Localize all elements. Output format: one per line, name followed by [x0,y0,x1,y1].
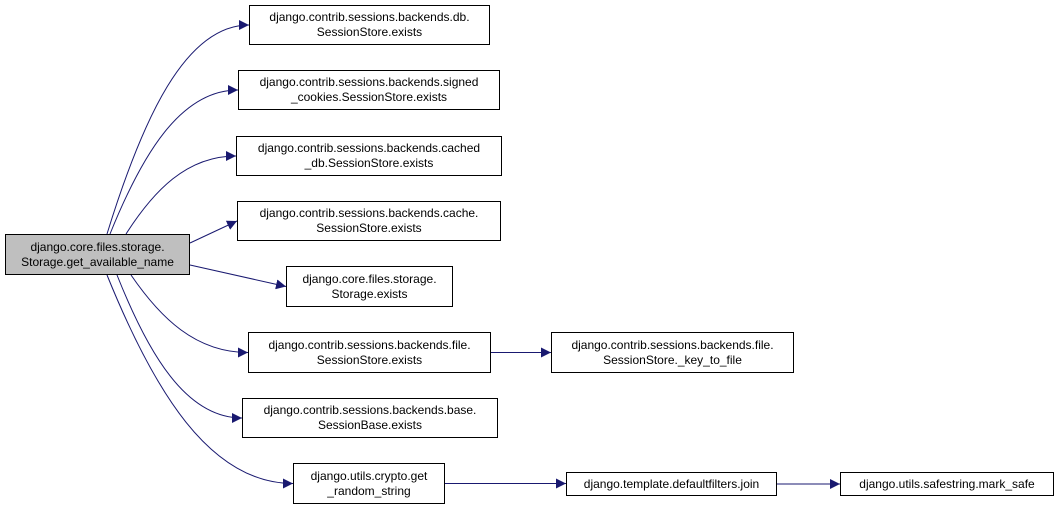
node-label-line: django.contrib.sessions.backends.base. [263,403,477,417]
node-label-line: Storage.get_available_name [21,254,174,269]
node-label-line: django.utils.safestring.mark_safe [859,476,1035,491]
node-label-line: django.core.files.storage. [30,239,165,254]
node-signed-cookies-session-store-exists[interactable]: django.contrib.sessions.backends.signed … [238,70,500,110]
node-storage-get-available-name[interactable]: django.core.files.storage. Storage.get_a… [5,234,190,275]
node-crypto-get-random-string[interactable]: django.utils.crypto.get _random_string [293,463,445,504]
node-file-session-store-key-to-file[interactable]: django.contrib.sessions.backends.file. S… [551,332,794,373]
edge-root-to-base_exists [116,274,243,423]
node-label-line: django.utils.crypto.get [310,468,428,483]
edge-root-to-file_exists [130,274,249,358]
node-file-session-store-exists[interactable]: django.contrib.sessions.backends.file. S… [248,332,491,373]
node-storage-exists[interactable]: django.core.files.storage. Storage.exist… [286,266,453,307]
edge-root-to-cached_db_exists [125,151,237,235]
node-label-line: SessionStore.exists [316,352,423,367]
node-defaultfilters-join[interactable]: django.template.defaultfilters.join [566,472,777,496]
node-safestring-mark-safe[interactable]: django.utils.safestring.mark_safe [840,472,1054,496]
edge-root-to-storage_exists [189,264,287,290]
node-label-line: SessionStore._key_to_file [603,352,742,367]
node-label-line: django.contrib.sessions.backends.cached [257,141,481,155]
node-label-line: _db.SessionStore.exists [304,156,434,170]
edge-root-to-db_exists [106,20,250,235]
node-label-line: django.template.defaultfilters.join [583,476,760,491]
node-label-line: _random_string [327,483,411,498]
node-label-line: django.contrib.sessions.backends.signed [259,75,479,89]
node-label-line: django.contrib.sessions.backends.cache. [259,206,479,220]
node-cached-db-session-store-exists[interactable]: django.contrib.sessions.backends.cached … [236,136,502,176]
edge-root-to-cache_exists [189,220,238,244]
node-db-session-store-exists[interactable]: django.contrib.sessions.backends.db. Ses… [249,5,490,45]
node-label-line: SessionBase.exists [317,418,423,432]
node-label-line: django.contrib.sessions.backends.file. [268,337,471,352]
node-label-line: SessionStore.exists [316,25,423,39]
node-label-line: django.core.files.storage. [302,271,437,286]
node-session-base-exists[interactable]: django.contrib.sessions.backends.base. S… [242,398,498,438]
node-cache-session-store-exists[interactable]: django.contrib.sessions.backends.cache. … [237,201,501,241]
node-label-line: SessionStore.exists [316,221,422,235]
edge-root-to-get_random_string [106,274,294,489]
node-label-line: django.contrib.sessions.backends.file. [571,337,774,352]
edge-root-to-signed_cookies_exists [109,85,239,235]
node-label-line: django.contrib.sessions.backends.db. [269,10,470,24]
node-label-line: _cookies.SessionStore.exists [290,90,448,104]
node-label-line: Storage.exists [331,286,408,301]
